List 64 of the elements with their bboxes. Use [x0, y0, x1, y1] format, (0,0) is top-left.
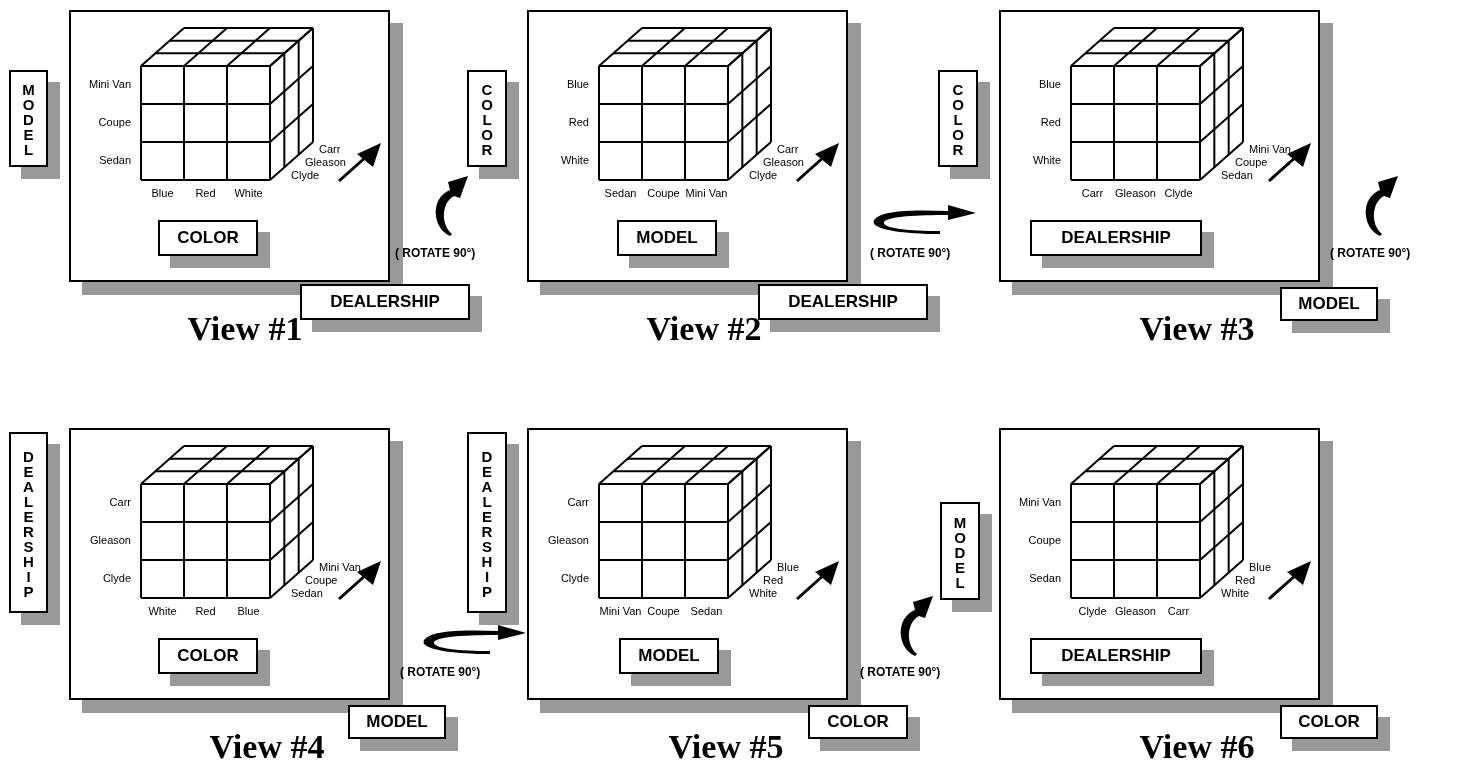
- axis-category-label: Carr: [1081, 188, 1104, 199]
- axis-category-label: Clyde: [749, 170, 778, 181]
- axis-category-label: Gleason: [548, 535, 589, 546]
- axis-category-label: Blue: [1038, 79, 1061, 90]
- axis-category-label: Red: [763, 575, 784, 586]
- view-title: View #1: [187, 312, 303, 346]
- axis-category-label: White: [749, 588, 778, 599]
- axis-category-label: Red: [195, 606, 216, 617]
- axis-category-label: Clyde: [291, 170, 320, 181]
- axis-category-label: White: [1221, 588, 1250, 599]
- axis-category-label: Gleason: [1115, 188, 1156, 199]
- rotation-caption: ( ROTATE 90°): [400, 666, 481, 678]
- view-title: View #3: [1139, 312, 1255, 346]
- axis-category-label: Mini Van: [685, 188, 728, 199]
- rotation-caption: ( ROTATE 90°): [860, 666, 941, 678]
- rotation-caption: ( ROTATE 90°): [870, 247, 951, 259]
- axis-category-label: Coupe: [647, 606, 680, 617]
- axis-category-label: White: [234, 188, 263, 199]
- axis-category-label: Coupe: [1028, 535, 1061, 546]
- axis-category-label: Gleason: [1115, 606, 1156, 617]
- axis-category-label: Carr: [1167, 606, 1190, 617]
- axis-category-label: Coupe: [98, 117, 131, 128]
- axis-category-label: Sedan: [1029, 573, 1061, 584]
- axis-category-label: Mini Van: [1019, 497, 1061, 508]
- axis-category-label: Clyde: [560, 573, 589, 584]
- axis-category-label: Coupe: [305, 575, 338, 586]
- axis-category-label: Sedan: [690, 606, 723, 617]
- axis-category-label: Blue: [1249, 562, 1272, 573]
- view-title: View #6: [1139, 730, 1255, 764]
- axis-category-label: Gleason: [90, 535, 131, 546]
- axis-category-label: White: [560, 155, 589, 166]
- axis-category-label: White: [1032, 155, 1061, 166]
- axis-category-label: Clyde: [1164, 188, 1193, 199]
- axis-category-label: Mini Van: [89, 79, 131, 90]
- axis-category-label: Carr: [567, 497, 589, 508]
- axis-category-label: Coupe: [647, 188, 680, 199]
- axis-category-label: Sedan: [291, 588, 323, 599]
- axis-category-label: Coupe: [1235, 157, 1268, 168]
- axis-category-label: Blue: [151, 188, 174, 199]
- rotation-caption: ( ROTATE 90°): [395, 247, 476, 259]
- axis-category-label: Blue: [566, 79, 589, 90]
- axis-category-label: Carr: [777, 144, 799, 155]
- axis-category-label: Sedan: [604, 188, 637, 199]
- axis-category-label: Gleason: [305, 157, 346, 168]
- axis-category-label: Carr: [319, 144, 341, 155]
- axis-category-label: White: [148, 606, 177, 617]
- axis-category-label: Gleason: [763, 157, 804, 168]
- axis-category-label: Sedan: [1221, 170, 1253, 181]
- view-title: View #4: [209, 730, 325, 764]
- axis-category-label: Red: [1040, 117, 1061, 128]
- view-title: View #5: [668, 730, 784, 764]
- axis-category-label: Blue: [777, 562, 800, 573]
- axis-category-label: Mini Van: [1249, 144, 1291, 155]
- axis-category-label: Blue: [237, 606, 260, 617]
- axis-category-label: Mini Van: [319, 562, 361, 573]
- axis-category-label: Carr: [109, 497, 131, 508]
- axis-category-label: Mini Van: [599, 606, 642, 617]
- axis-category-label: Sedan: [99, 155, 131, 166]
- axis-category-label: Red: [1235, 575, 1256, 586]
- axis-category-label: Clyde: [1078, 606, 1107, 617]
- axis-category-label: Red: [568, 117, 589, 128]
- axis-category-label: Clyde: [102, 573, 131, 584]
- axis-category-label: Red: [195, 188, 216, 199]
- rotation-caption: ( ROTATE 90°): [1330, 247, 1411, 259]
